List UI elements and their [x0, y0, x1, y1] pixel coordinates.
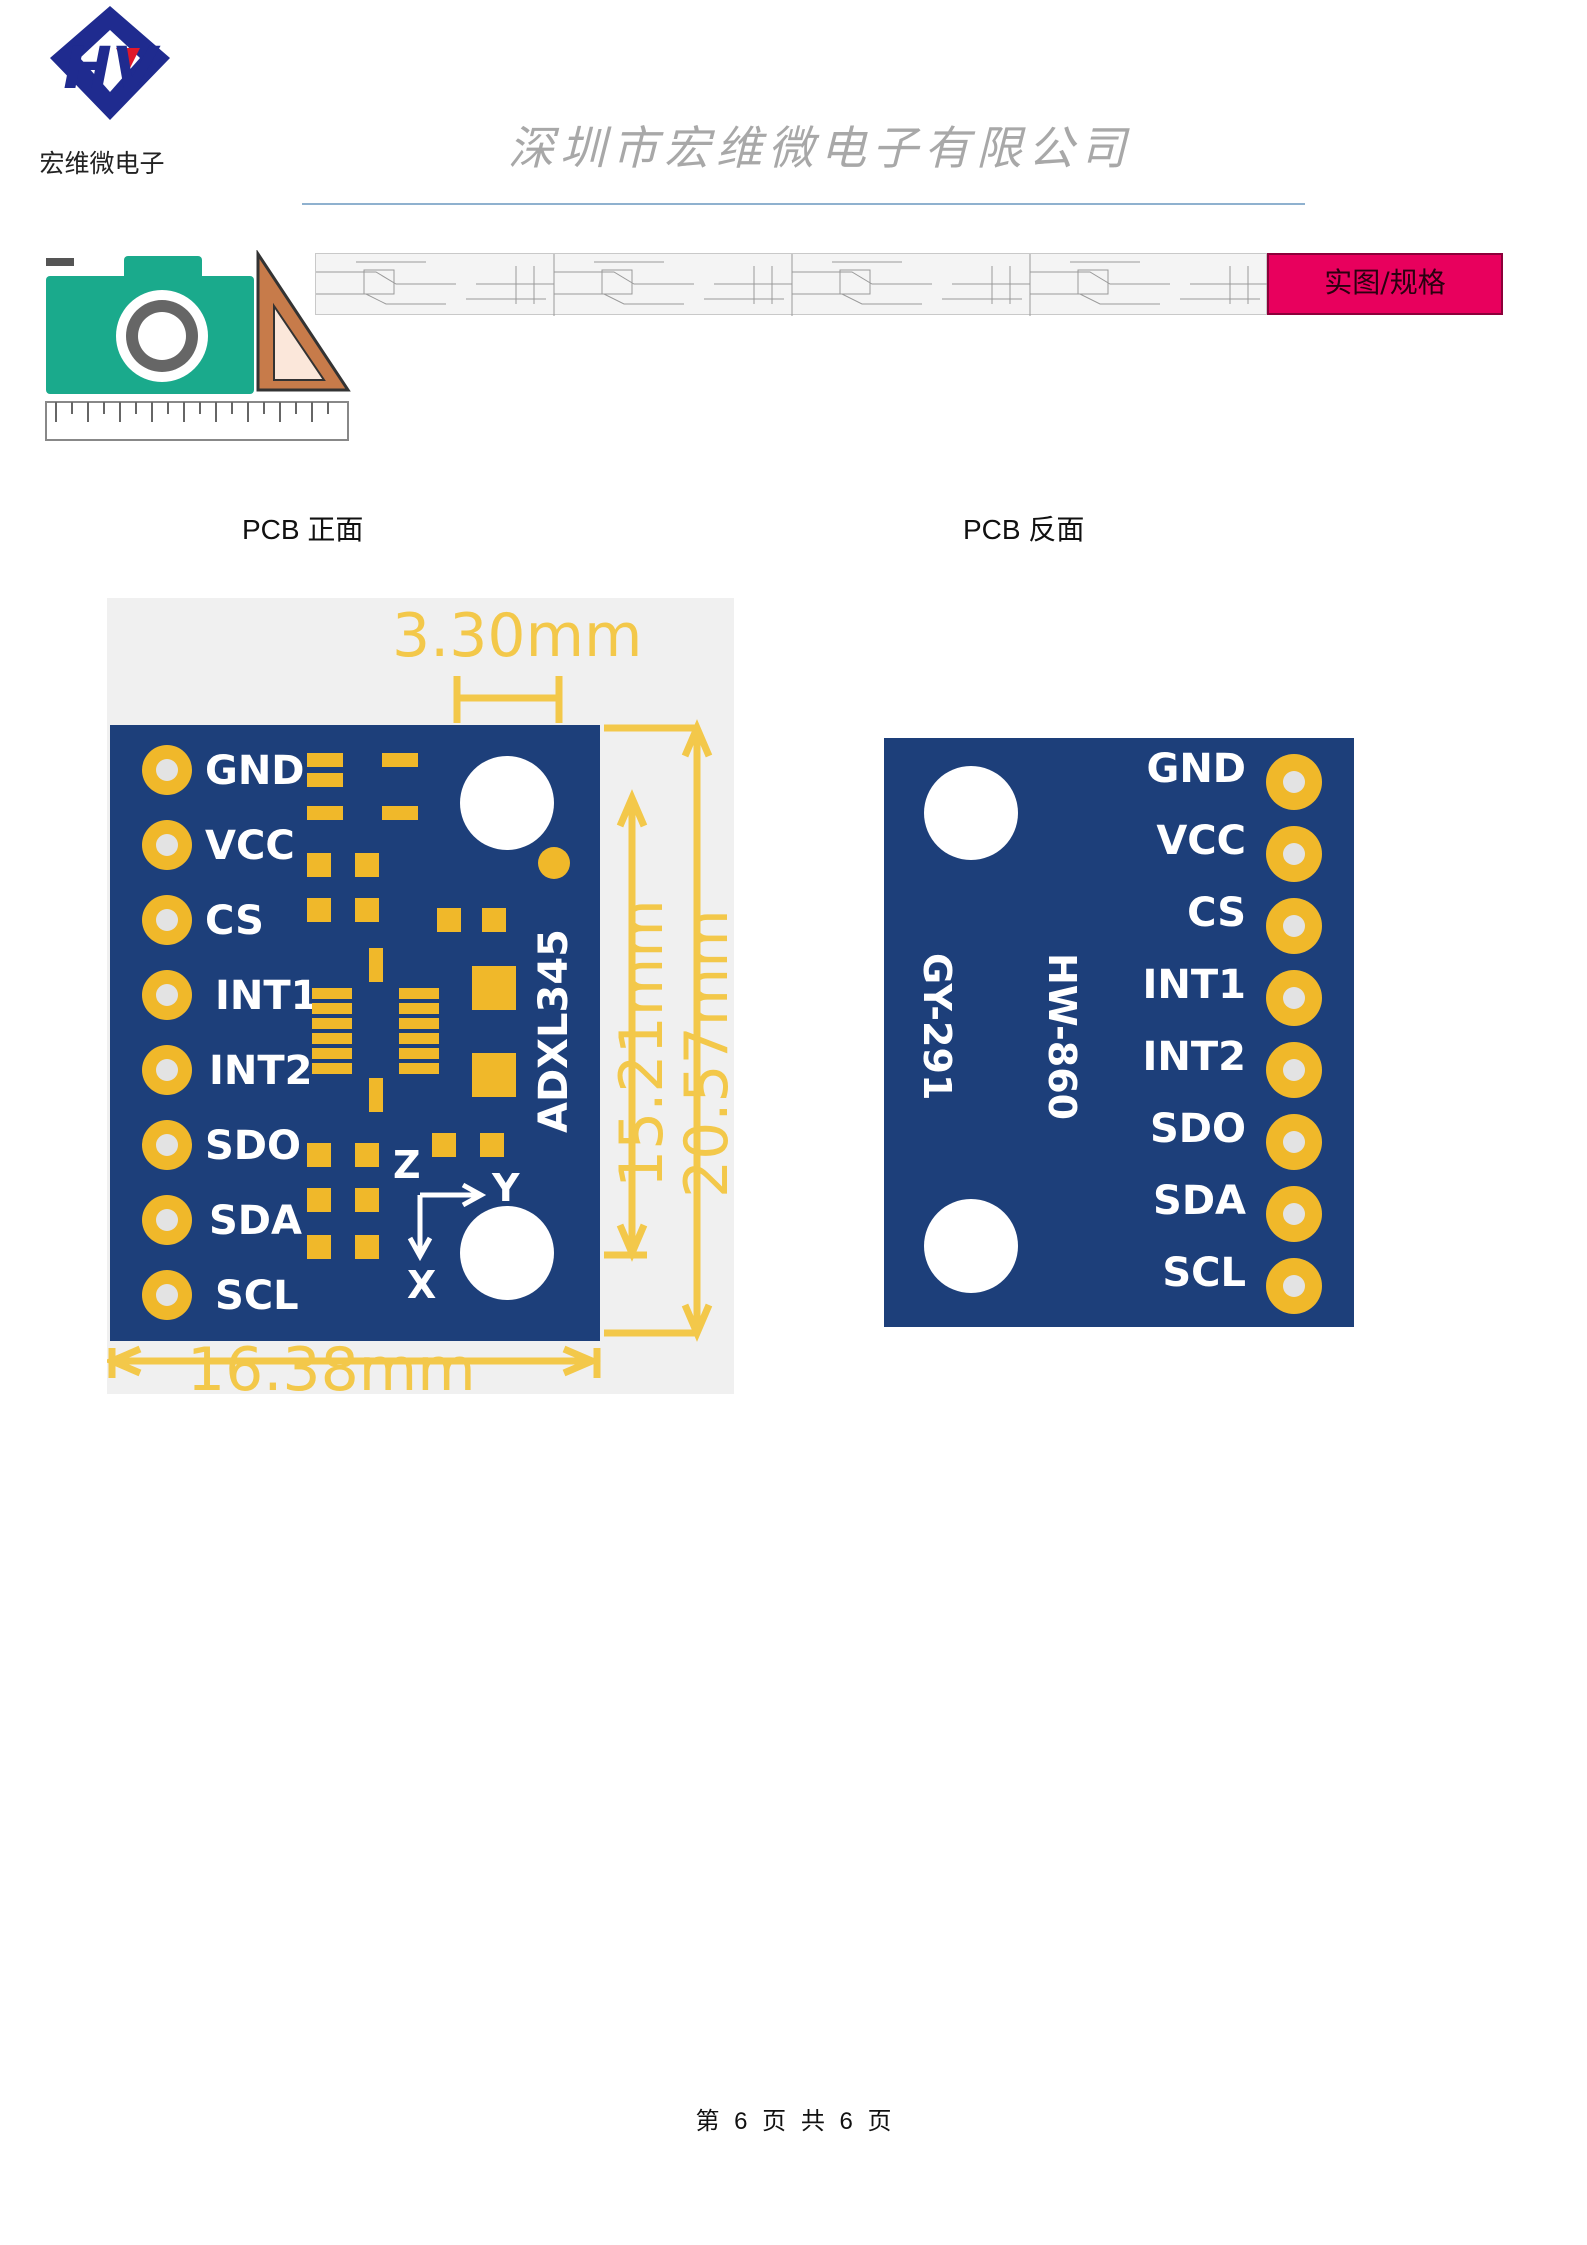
pin-label: SDA — [209, 1198, 302, 1244]
pin-column-back — [1266, 754, 1322, 1314]
logo-red-triangle — [116, 48, 140, 72]
pin-pad — [1266, 826, 1322, 882]
pin-pad — [142, 895, 192, 945]
dimension-lines — [107, 676, 713, 1378]
pin-label: GND — [205, 748, 305, 794]
mounting-hole — [460, 1206, 554, 1300]
pin-label: GND — [1146, 746, 1246, 792]
pin-pad — [142, 1045, 192, 1095]
pin-label: SDA — [1153, 1178, 1246, 1224]
mounting-hole — [460, 756, 554, 850]
pin-pad — [1266, 1186, 1322, 1242]
mounting-hole — [924, 766, 1018, 860]
pin-label: CS — [205, 898, 264, 944]
pin-label: SDO — [205, 1123, 301, 1169]
pin-label: VCC — [205, 823, 295, 869]
pin-pad — [142, 1195, 192, 1245]
pin-label: INT2 — [1143, 1034, 1246, 1080]
pin-pad — [1266, 754, 1322, 810]
board-model-label: GY-291 — [915, 953, 959, 1100]
dimension-height-board: 20.57mm — [672, 909, 734, 1198]
pin-pad — [142, 820, 192, 870]
axis-label-x: X — [407, 1263, 436, 1307]
chip-label: ADXL345 — [531, 929, 577, 1133]
pin-label: INT1 — [1143, 962, 1246, 1008]
dimension-width-board: 16.38mm — [187, 1335, 476, 1394]
pin-pad — [1266, 898, 1322, 954]
pcb-front-figure: GND VCC CS INT1 INT2 SDO SDA SCL ADXL345… — [107, 598, 734, 1394]
pin-label: SCL — [215, 1273, 299, 1319]
header-rule — [302, 203, 1305, 205]
back-caption: PCB 反面 — [963, 514, 1085, 545]
pin-pad — [142, 745, 192, 795]
pin-pad — [1266, 1114, 1322, 1170]
pin-pad — [1266, 970, 1322, 1026]
board-id-label: HW-860 — [1040, 953, 1084, 1120]
circuit-pattern-strip — [315, 253, 1268, 316]
axis-arrows — [407, 1182, 487, 1262]
pcb-back-figure: GND VCC CS INT1 INT2 SDO SDA SCL GY-291 … — [884, 738, 1354, 1327]
camera-ruler-icon — [45, 250, 351, 441]
smd-pads — [307, 753, 516, 1259]
pin-pad — [142, 970, 192, 1020]
pin-pad — [1266, 1042, 1322, 1098]
pin-pad — [142, 1120, 192, 1170]
pin-label: INT1 — [215, 973, 318, 1019]
pin-label: VCC — [1156, 818, 1246, 864]
dimension-height-holes: 15.21mm — [607, 899, 677, 1188]
pin-pad — [1266, 1258, 1322, 1314]
pin-column-front — [142, 745, 192, 1320]
pin-label: SDO — [1150, 1106, 1246, 1152]
pin-pad — [142, 1270, 192, 1320]
axis-label-z: Z — [393, 1143, 421, 1187]
fiducial-dot — [538, 847, 570, 879]
mounting-hole — [924, 1199, 1018, 1293]
section-banner: 实图/规格 — [315, 253, 1503, 316]
pin-label: SCL — [1162, 1250, 1246, 1296]
logo-text: 宏维微电子 — [39, 149, 164, 178]
pin-label: CS — [1187, 890, 1246, 936]
pin-label: INT2 — [209, 1048, 312, 1094]
svg-text:HV: HV — [63, 34, 161, 102]
company-logo: HV 宏维微电子 — [39, 6, 170, 178]
front-caption: PCB 正面 — [242, 514, 364, 545]
page-footer: 第 6 页 共 6 页 — [695, 2108, 892, 2135]
dimension-width-hole: 3.30mm — [392, 601, 643, 671]
company-title: 深圳市宏维微电子有限公司 — [508, 121, 1132, 175]
axis-label-y: Y — [491, 1166, 520, 1210]
section-tag: 实图/规格 — [1267, 253, 1503, 315]
